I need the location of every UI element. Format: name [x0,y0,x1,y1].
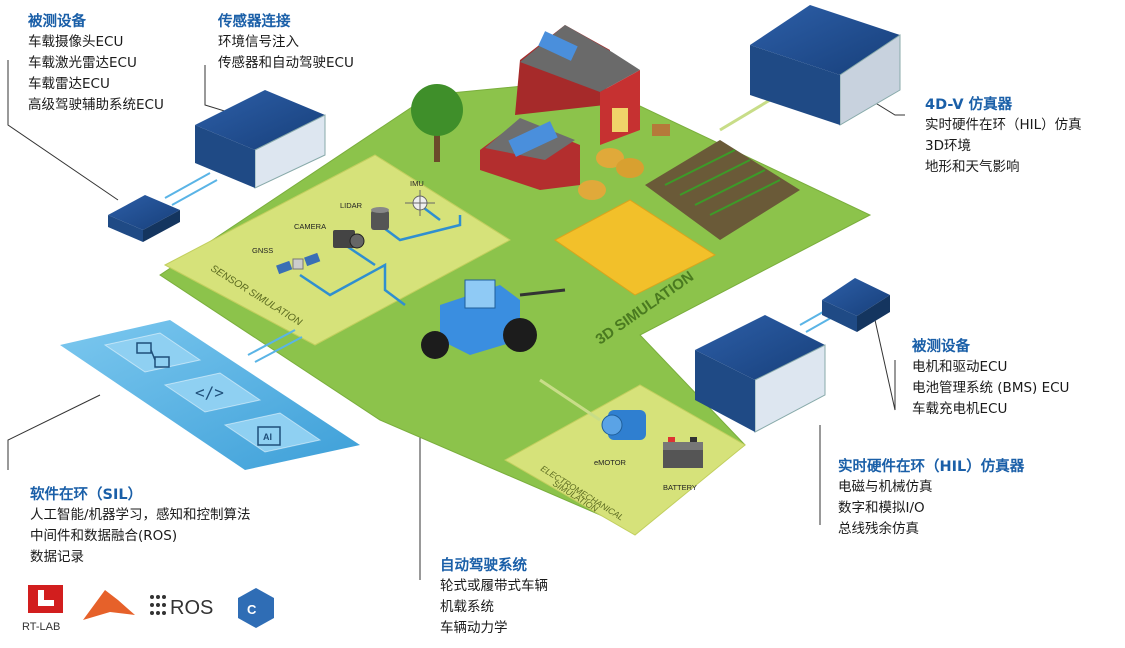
emotor-icon [601,410,646,440]
block-dut-top-line: 车载雷达ECU [28,76,110,92]
block-dut-right-line: 车载充电机ECU [912,401,1008,417]
barn-icon [480,25,640,190]
block-autodrive-title: 自动驾驶系统 [440,558,527,574]
block-sil-line: 中间件和数据融合(ROS) [30,528,178,544]
sim-4dv-rack-icon [750,5,901,126]
block-hil-sim-line: 电磁与机械仿真 [838,479,933,495]
block-4dv-line: 地形和天气影响 [925,159,1020,175]
label-lidar: LIDAR [340,201,363,210]
ros-logo-dots [150,595,166,615]
device-under-test-right-icon [822,278,890,332]
code-icon: </> [195,383,224,402]
crop-field-wheat [554,199,717,296]
block-autodrive-line: 轮式或履带式车辆 [440,578,548,594]
gnss-satellite-icon [276,252,321,275]
block-sensor-conn-title: 传感器连接 [218,14,291,30]
block-hil-sim: 实时硬件在环（HIL）仿真器 电磁与机械仿真 数字和模拟I/O 总线残余仿真 [838,457,1024,540]
hay-bales-icon [578,148,644,200]
block-4dv-line: 3D环境 [925,138,971,154]
crop-field-corn [645,140,800,240]
corn-rows [664,149,781,216]
crate-icon [652,124,670,136]
block-dut-right: 被测设备 电机和驱动ECU 电池管理系统 (BMS) ECU 车载充电机ECU [912,337,1069,420]
block-autodrive-line: 机载系统 [440,599,494,615]
rtlab-logo [28,585,63,613]
matlab-logo [83,590,135,620]
block-autodrive-line: 车辆动力学 [440,620,508,636]
zone-electromechanical-simulation [503,384,746,536]
block-dut-top-line: 车载摄像头ECU [28,34,124,50]
hil-rack-top-icon [195,90,326,189]
label-gnss: GNSS [252,246,273,255]
block-dut-right-line: 电机和驱动ECU [912,359,1008,375]
block-sil: 软件在环（SIL） 人工智能/机器学习，感知和控制算法 中间件和数据融合(ROS… [30,485,251,568]
block-hil-sim-line: 数字和模拟I/O [838,500,925,516]
block-sil-title: 软件在环（SIL） [30,487,143,503]
hil-rack-right-icon [695,315,826,433]
block-dut-top-line: 车载激光雷达ECU [28,55,137,71]
label-battery: BATTERY [663,483,697,492]
tree-icon [411,84,463,162]
block-dut-right-title: 被测设备 [912,339,970,355]
rtlab-logo-text: RT-LAB [22,621,60,633]
camera-icon [333,230,365,249]
battery-icon [663,437,703,468]
block-dut-top-title: 被测设备 [28,14,86,30]
block-dut-top: 被测设备 车载摄像头ECU 车载激光雷达ECU 车载雷达ECU 高级驾驶辅助系统… [28,12,164,116]
connector-lines [7,60,905,580]
block-4dv-line: 实时硬件在环（HIL）仿真 [925,117,1082,133]
block-4dv: 4D-V 仿真器 实时硬件在环（HIL）仿真 3D环境 地形和天气影响 [925,95,1082,178]
block-hil-sim-title: 实时硬件在环（HIL）仿真器 [838,459,1025,475]
pale-links [539,98,771,422]
device-under-test-top-icon [108,195,180,242]
block-sil-line: 数据记录 [30,549,84,565]
lidar-icon [371,207,389,230]
svg-text:AI: AI [263,432,272,442]
label-imu: IMU [410,179,424,188]
label-emotor: eMOTOR [594,458,627,467]
block-sil-line: 人工智能/机器学习，感知和控制算法 [30,507,251,523]
ros-logo-text: ROS [170,597,213,619]
ai-chip-icon: AI [257,426,281,446]
block-dut-top-line: 高级驾驶辅助系统ECU [28,97,164,113]
block-sensor-conn: 传感器连接 环境信号注入 传感器和自动驾驶ECU [218,12,354,74]
block-4dv-title: 4D-V 仿真器 [925,97,1013,113]
block-sensor-conn-line: 环境信号注入 [218,34,299,50]
block-sensor-conn-line: 传感器和自动驾驶ECU [218,55,354,71]
imu-icon [405,190,435,216]
flowchart-icon [136,342,170,368]
block-hil-sim-line: 总线残余仿真 [838,521,919,537]
block-dut-right-line: 电池管理系统 (BMS) ECU [912,380,1070,396]
tractor-icon [421,279,566,359]
block-autodrive: 自动驾驶系统 轮式或履带式车辆 机载系统 车辆动力学 [440,556,548,639]
svg-text:C: C [247,602,257,617]
label-camera: CAMERA [294,222,326,231]
cpp-logo: C [238,588,274,628]
